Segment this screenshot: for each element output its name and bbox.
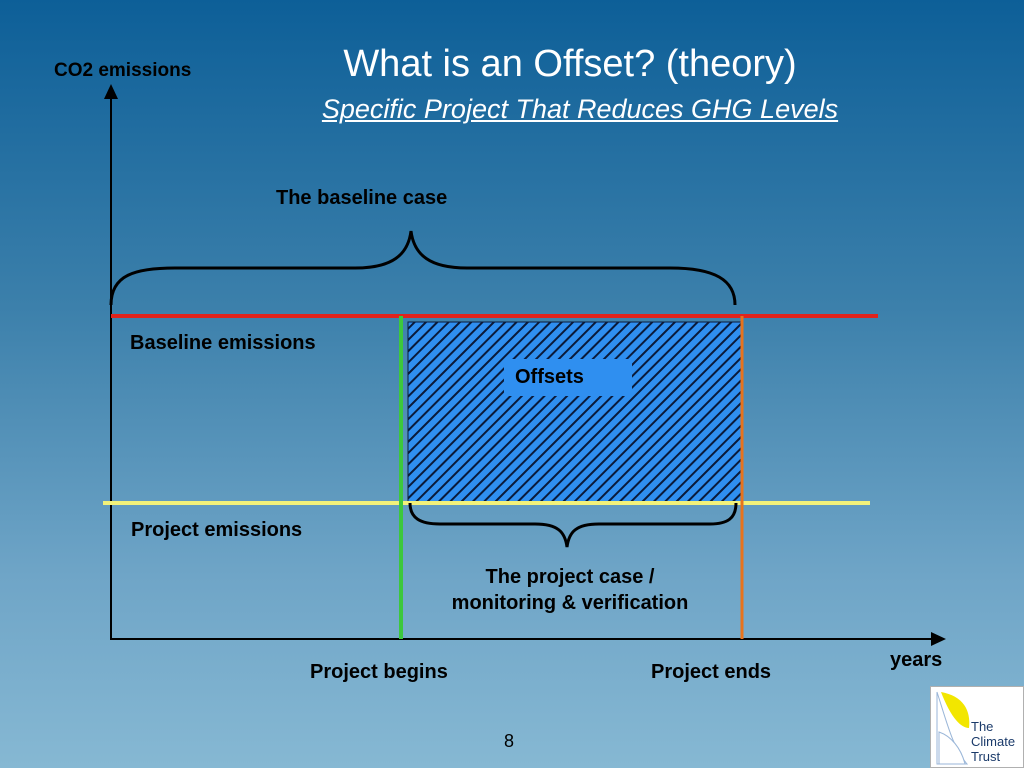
project-begins-label: Project begins xyxy=(310,661,448,683)
y-axis-label: CO2 emissions xyxy=(54,60,192,81)
baseline-case-brace xyxy=(109,230,737,306)
offsets-label: Offsets xyxy=(515,366,584,388)
logo-text: The Climate Trust xyxy=(971,719,1015,764)
logo-line-3: Trust xyxy=(971,749,1001,764)
climate-trust-logo: The Climate Trust xyxy=(930,686,1024,768)
x-axis-label: years xyxy=(890,649,943,671)
logo-line-2: Climate xyxy=(971,734,1016,749)
offsets-area xyxy=(407,321,744,503)
slide-title: What is an Offset? (theory) xyxy=(343,43,797,85)
y-axis-arrow xyxy=(104,84,118,99)
project-case-label: The project case / monitoring & verifica… xyxy=(451,566,689,614)
slide-subtitle: Specific Project That Reduces GHG Levels xyxy=(321,94,839,124)
logo-icon xyxy=(936,691,970,765)
logo-line-1: The xyxy=(971,719,994,734)
x-axis-arrow xyxy=(931,632,946,646)
project-emissions-label: Project emissions xyxy=(131,519,303,541)
baseline-emissions-label: Baseline emissions xyxy=(130,332,316,354)
baseline-case-label: The baseline case xyxy=(276,187,448,209)
page-number: 8 xyxy=(504,731,515,751)
project-case-brace xyxy=(408,502,738,548)
project-ends-label: Project ends xyxy=(651,661,772,683)
offsets-label-box xyxy=(504,359,632,396)
